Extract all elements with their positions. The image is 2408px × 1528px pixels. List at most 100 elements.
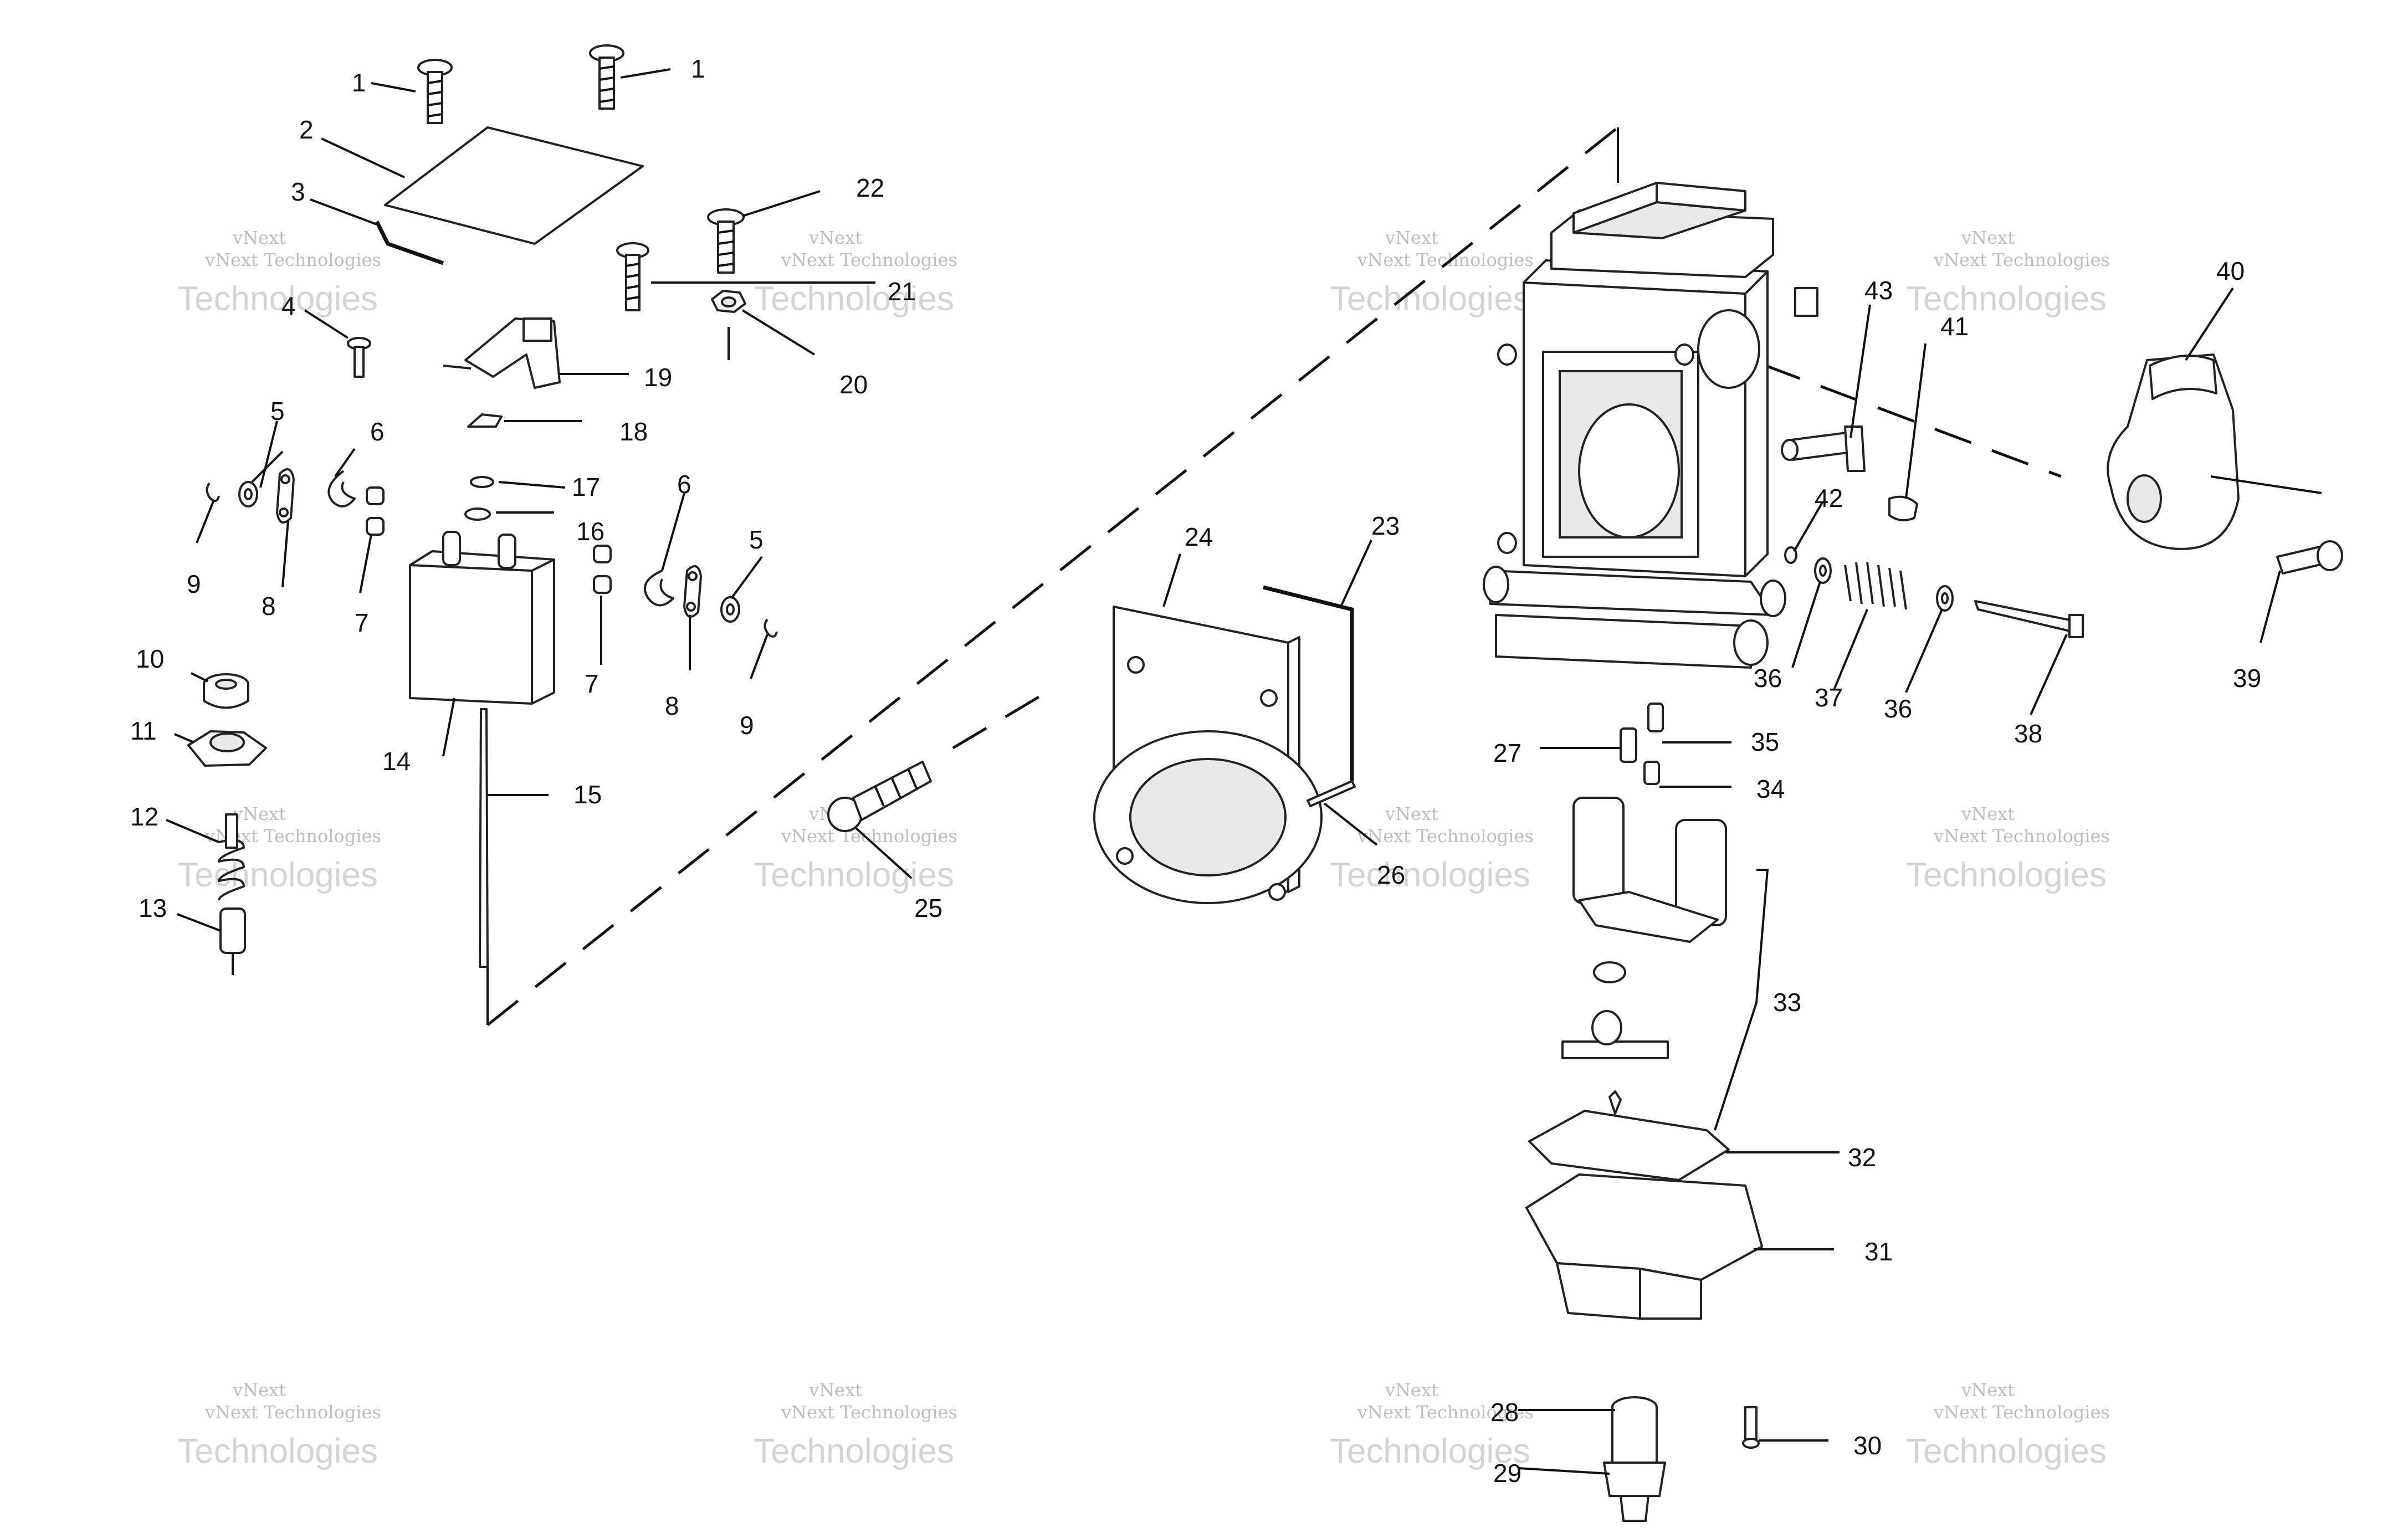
callout-labels: 1 1 2 3 4 5 6 9 8 7 10 11 12 13 14 15 16…	[130, 54, 2261, 1488]
callout-19: 19	[644, 363, 672, 392]
part-23-rod	[1263, 585, 1354, 781]
svg-text:vNext Technologies: vNext Technologies	[781, 1402, 957, 1423]
part-36-washer-right	[1936, 585, 1954, 612]
callout-42: 42	[1815, 484, 1843, 512]
part-38-plunger	[1974, 600, 2084, 638]
part-20-nut	[711, 290, 746, 360]
part-31-float-bowl	[1525, 1173, 1763, 1320]
callout-31: 31	[1864, 1237, 1893, 1266]
part-29-fitting	[1603, 1462, 1666, 1522]
part-40-choke-lever	[2107, 353, 2322, 550]
part-37-spring	[1844, 562, 1907, 610]
part-28-drain-fitting	[1611, 1396, 1658, 1464]
part-1-screw-right	[589, 44, 624, 110]
callout-20: 20	[839, 370, 868, 399]
part-25-screw	[827, 761, 932, 832]
leader-lines	[166, 68, 2281, 1475]
callout-32: 32	[1848, 1143, 1876, 1172]
part-21-screw	[616, 242, 649, 311]
svg-text:vNext: vNext	[1961, 227, 2015, 248]
part-2-cover-plate	[384, 126, 644, 245]
callout-39: 39	[2233, 664, 2261, 693]
part-18-clip	[467, 413, 503, 428]
svg-text:vNext Technologies: vNext Technologies	[1357, 825, 1534, 847]
svg-text:vNext Technologies: vNext Technologies	[1933, 825, 2110, 847]
part-7-bushing-right	[593, 545, 612, 594]
callout-9: 9	[740, 711, 754, 740]
part-17-clip	[470, 476, 494, 488]
callout-24: 24	[1185, 522, 1213, 551]
callout-7: 7	[585, 669, 599, 698]
callout-16: 16	[576, 517, 604, 546]
part-4-screw	[347, 337, 371, 378]
svg-text:Technologies: Technologies	[754, 280, 954, 318]
callout-18: 18	[619, 417, 648, 446]
callout-34: 34	[1756, 775, 1785, 803]
part-39-screw	[2276, 540, 2343, 575]
watermark: vNext vNext Technologies Technologies	[754, 1380, 957, 1470]
part-6-spring-left	[327, 470, 356, 507]
part-11-nut	[187, 730, 267, 767]
callout-5: 5	[749, 525, 764, 554]
callout-1: 1	[352, 68, 366, 97]
callout-29: 29	[1493, 1459, 1521, 1488]
part-16-bushings	[464, 507, 491, 521]
callout-6: 6	[370, 417, 385, 446]
part-9-clip-left	[206, 482, 220, 502]
part-1-screw-left	[417, 59, 453, 124]
watermark: vNext vNext Technologies Technologies	[1330, 227, 1534, 318]
svg-text:vNext: vNext	[808, 1380, 862, 1401]
part-8-link-left	[276, 468, 295, 524]
svg-text:Technologies: Technologies	[1906, 280, 2107, 318]
svg-text:vNext: vNext	[1961, 803, 2015, 824]
svg-text:vNext Technologies: vNext Technologies	[204, 249, 381, 270]
watermark: vNext vNext Technologies Technologies	[177, 227, 381, 318]
carburetor-body	[1483, 182, 1818, 669]
svg-text:vNext: vNext	[232, 803, 286, 824]
callout-36: 36	[1884, 694, 1912, 723]
svg-text:Technologies: Technologies	[177, 280, 378, 318]
watermark: vNext vNext Technologies Technologies	[1330, 1380, 1534, 1470]
callout-37: 37	[1815, 683, 1843, 712]
svg-text:vNext: vNext	[1385, 227, 1438, 248]
svg-text:vNext: vNext	[1961, 1380, 2015, 1401]
part-42-washer	[1784, 546, 1797, 564]
svg-text:vNext: vNext	[1385, 1380, 1438, 1401]
callout-8: 8	[665, 691, 679, 720]
watermark: vNext vNext Technologies Technologies	[177, 803, 381, 894]
watermarks: vNext vNext Technologies Technologies vN…	[177, 227, 2110, 1470]
callout-23: 23	[1371, 511, 1400, 540]
callout-17: 17	[572, 473, 600, 501]
part-5-washer-right	[720, 596, 740, 623]
callout-15: 15	[573, 780, 602, 809]
callout-6: 6	[677, 470, 691, 499]
watermark: vNext vNext Technologies Technologies	[754, 227, 957, 318]
part-33-float-assembly	[1561, 797, 1769, 1131]
svg-text:vNext Technologies: vNext Technologies	[1357, 1402, 1534, 1423]
svg-text:vNext Technologies: vNext Technologies	[1357, 249, 1534, 270]
part-14-throttle-slide	[409, 531, 555, 705]
callout-3: 3	[291, 177, 305, 206]
callout-33: 33	[1773, 988, 1801, 1017]
part-12-spring	[218, 813, 245, 901]
svg-text:vNext: vNext	[808, 227, 862, 248]
watermark: vNext vNext Technologies Technologies	[177, 1380, 381, 1470]
callout-10: 10	[136, 644, 164, 673]
part-30-screw	[1742, 1406, 1760, 1449]
callout-27: 27	[1493, 739, 1521, 767]
callout-2: 2	[299, 115, 314, 144]
callout-11: 11	[130, 716, 157, 745]
svg-text:vNext: vNext	[1385, 803, 1438, 824]
callout-25: 25	[914, 894, 942, 922]
part-8-link-right	[683, 565, 702, 618]
svg-text:Technologies: Technologies	[1906, 1432, 2107, 1470]
part-26-pin	[1307, 780, 1356, 807]
callout-26: 26	[1377, 860, 1405, 889]
svg-text:vNext Technologies: vNext Technologies	[781, 249, 957, 270]
part-15-jet-needle	[479, 708, 489, 968]
callout-35: 35	[1751, 727, 1779, 756]
callout-38: 38	[2014, 719, 2042, 748]
part-27-jet	[1620, 727, 1637, 763]
part-10-cap	[203, 673, 249, 709]
